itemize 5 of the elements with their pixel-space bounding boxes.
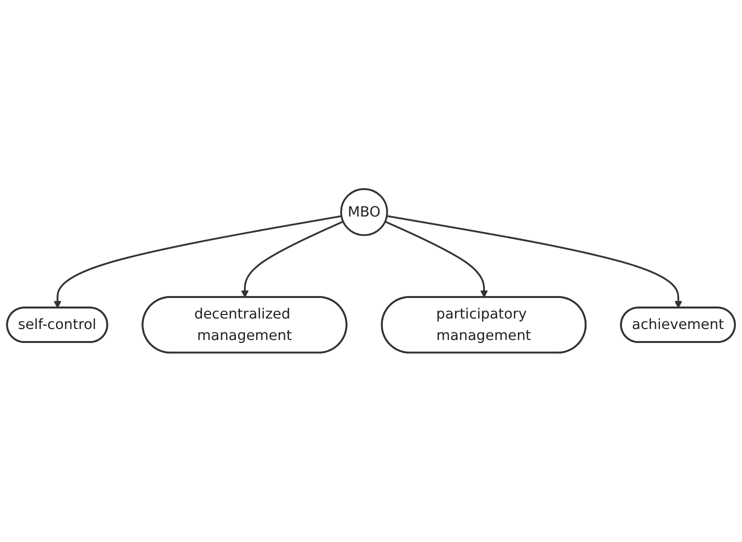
arrow [386,215,682,308]
node-circle: MBO [340,188,388,236]
arrow [54,215,342,308]
arrow [384,220,488,298]
arrow [240,220,344,298]
